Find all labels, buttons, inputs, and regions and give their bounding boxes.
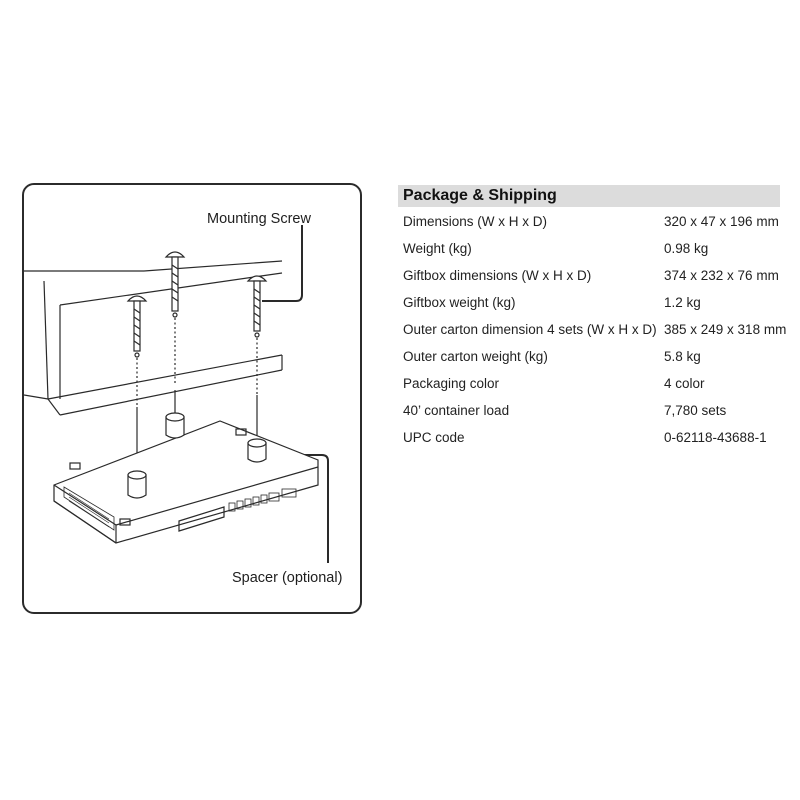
- installation-illustration: [24, 225, 329, 563]
- table-title: Package & Shipping: [398, 185, 780, 207]
- row-value: 0.98 kg: [664, 241, 709, 256]
- table-row: Giftbox dimensions (W x H x D) 374 x 232 …: [398, 261, 780, 288]
- row-value: 0-62118-43688-1: [664, 430, 767, 445]
- row-value: 385 x 249 x 318 mm: [664, 322, 787, 337]
- row-label: Packaging color: [403, 376, 500, 391]
- table-row: Dimensions (W x H x D) 320 x 47 x 196 mm: [398, 207, 780, 234]
- screw-guide-lines: [136, 318, 258, 407]
- row-label: Dimensions (W x H x D): [403, 214, 548, 229]
- row-label: 40’ container load: [403, 403, 510, 418]
- row-label: UPC code: [403, 430, 465, 445]
- row-value: 4 color: [664, 376, 705, 391]
- radio-device-drawing: [53, 412, 319, 544]
- table-row: 40’ container load 7,780 sets: [398, 396, 780, 423]
- cabinet-drawing: [24, 260, 283, 416]
- table-row: Packaging color 4 color: [398, 369, 780, 396]
- row-value: 320 x 47 x 196 mm: [664, 214, 779, 229]
- row-value: 7,780 sets: [664, 403, 727, 418]
- row-label: Giftbox dimensions (W x H x D): [403, 268, 592, 283]
- spacer-leader: [262, 454, 329, 563]
- table-row: Outer carton weight (kg) 5.8 kg: [398, 342, 780, 369]
- mounting-screw-right: [246, 275, 268, 338]
- row-label: Giftbox weight (kg): [403, 295, 516, 310]
- table-row: Outer carton dimension 4 sets (W x H x D…: [398, 315, 786, 342]
- table-rows: Dimensions (W x H x D) 320 x 47 x 196 mm W…: [398, 207, 786, 450]
- table-row: UPC code 0-62118-43688-1: [398, 423, 780, 450]
- row-label: Outer carton weight (kg): [403, 349, 548, 364]
- mounting-screw-center: [164, 251, 186, 318]
- row-value: 5.8 kg: [664, 349, 701, 364]
- row-value: 1.2 kg: [664, 295, 701, 310]
- mounting-screw-label: Mounting Screw: [207, 211, 311, 227]
- installation-diagram-panel: Mounting Screw Spacer (optional): [22, 183, 362, 614]
- package-shipping-table: Package & Shipping Dimensions (W x H x D…: [398, 185, 786, 450]
- row-label: Weight (kg): [403, 241, 472, 256]
- row-value: 374 x 232 x 76 mm: [664, 268, 779, 283]
- row-label: Outer carton dimension 4 sets (W x H x D…: [403, 322, 657, 337]
- mounting-screw-left: [126, 295, 148, 358]
- spacer-label: Spacer (optional): [232, 570, 343, 586]
- table-row: Weight (kg) 0.98 kg: [398, 234, 780, 261]
- table-row: Giftbox weight (kg) 1.2 kg: [398, 288, 780, 315]
- mounting-screw-leader: [262, 225, 303, 302]
